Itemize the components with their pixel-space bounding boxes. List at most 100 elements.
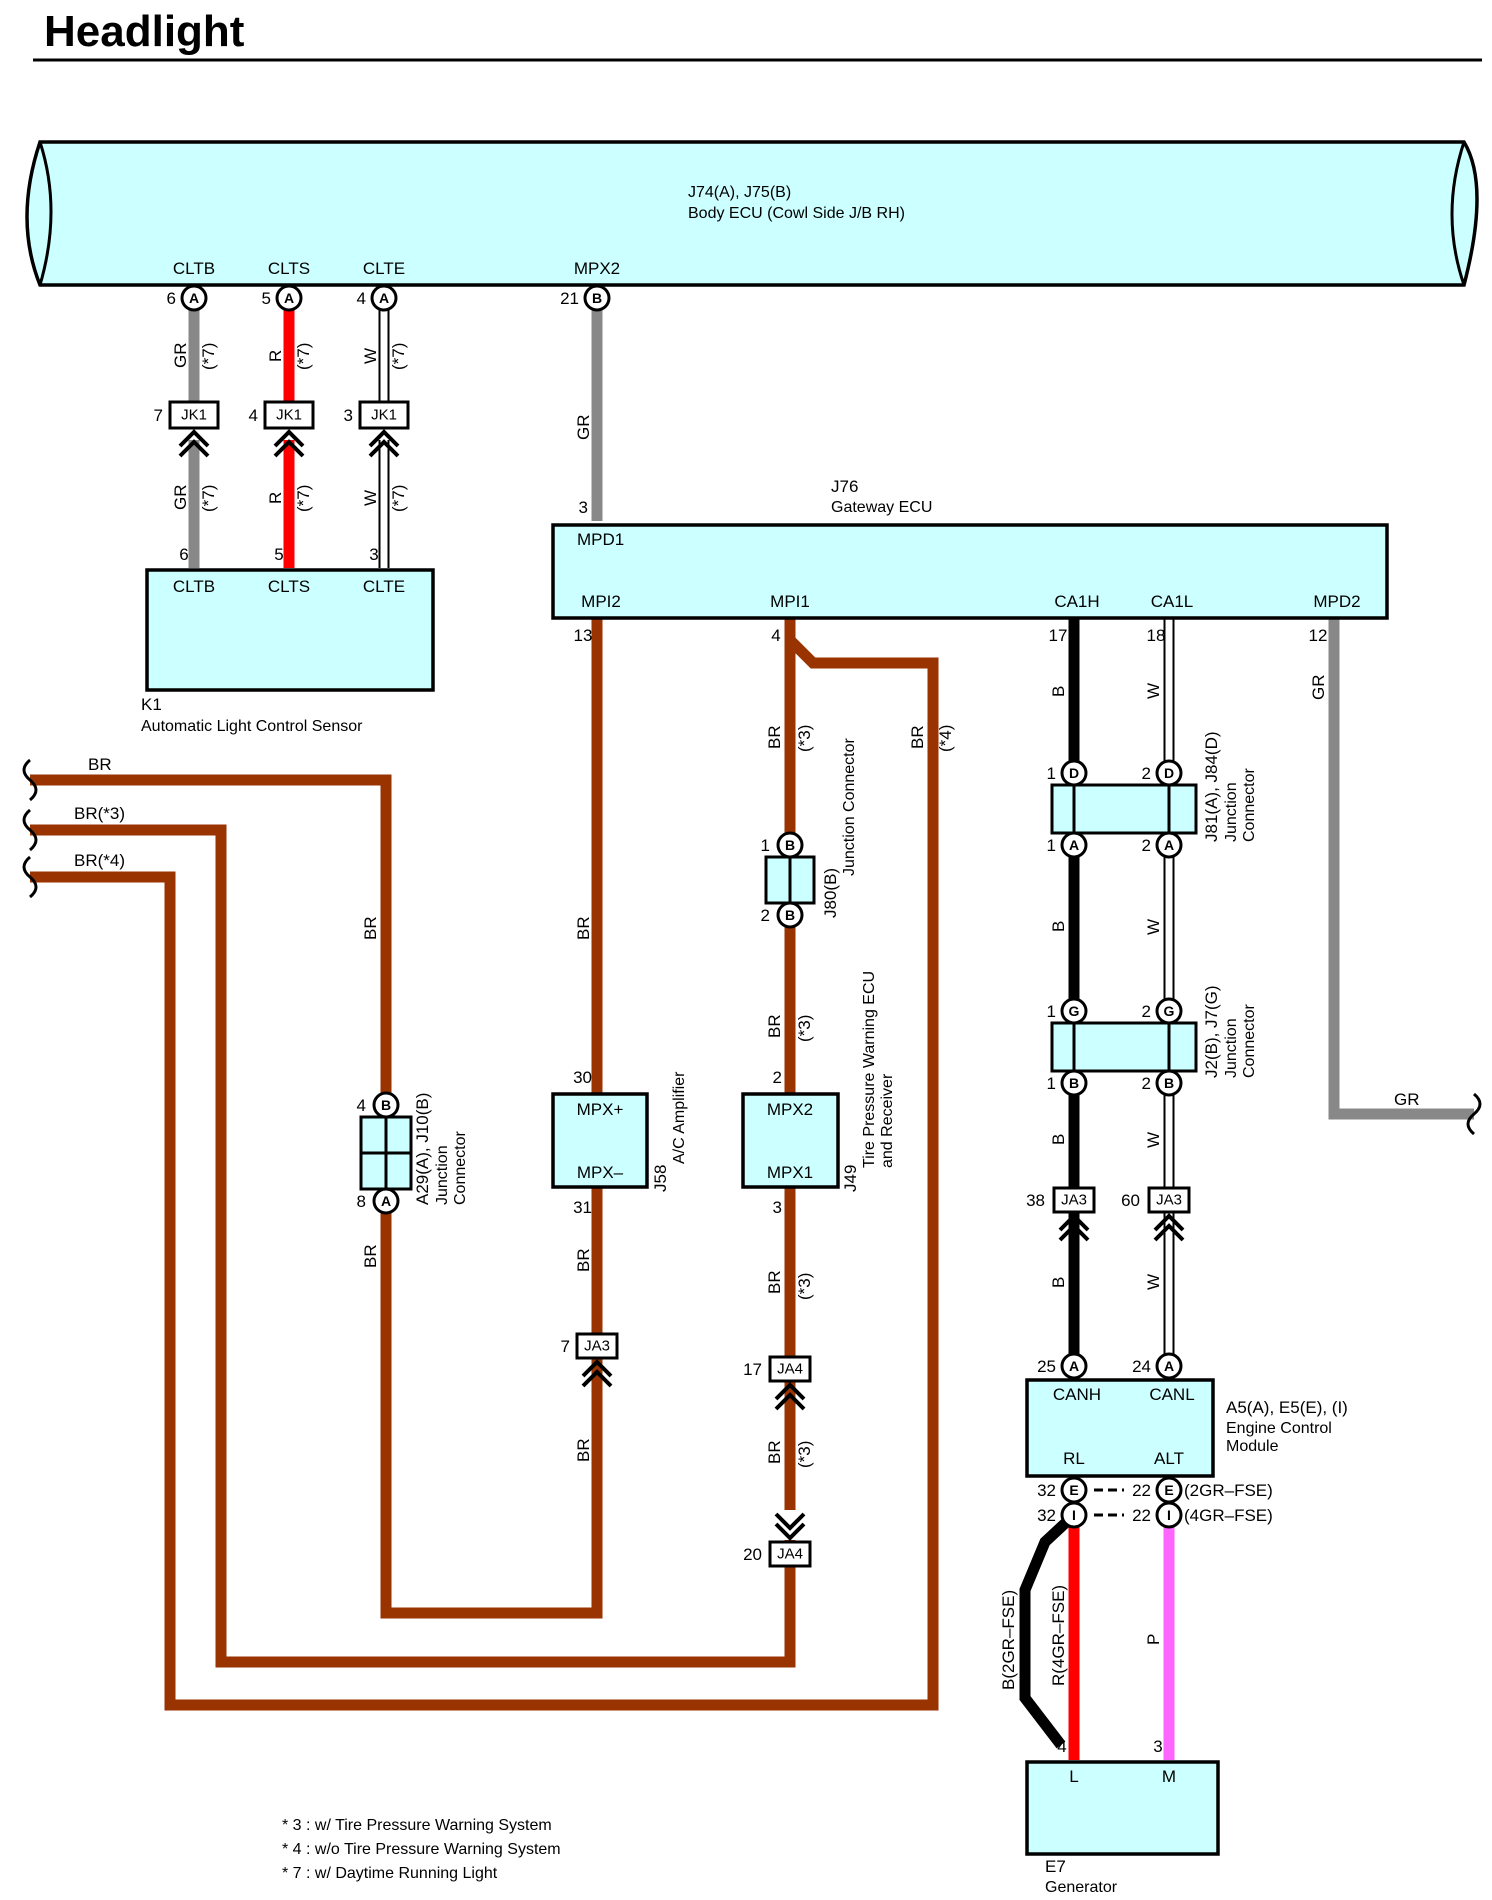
svg-text:4: 4 [357, 1096, 366, 1115]
svg-text:3: 3 [344, 406, 353, 425]
svg-text:4: 4 [1057, 1737, 1066, 1756]
footnote-7: * 7 : w/ Daytime Running Light [282, 1865, 498, 1882]
svg-text:Junction: Junction [434, 1145, 451, 1205]
svg-text:1: 1 [761, 836, 770, 855]
svg-text:6: 6 [167, 289, 176, 308]
svg-text:B: B [785, 837, 795, 853]
svg-text:24: 24 [1132, 1357, 1151, 1376]
svg-text:A5(A), E5(E), (I): A5(A), E5(E), (I) [1226, 1398, 1348, 1417]
svg-text:A: A [284, 290, 294, 306]
svg-text:(*7): (*7) [199, 343, 218, 370]
svg-text:A: A [189, 290, 199, 306]
svg-text:J81(A), J84(D): J81(A), J84(D) [1202, 731, 1221, 842]
svg-text:BR(*3): BR(*3) [74, 804, 125, 823]
svg-text:E: E [1164, 1482, 1173, 1498]
svg-text:BR: BR [361, 916, 380, 940]
svg-text:(*3): (*3) [795, 1441, 814, 1468]
svg-text:B: B [785, 907, 795, 923]
term-mpx2: MPX2 [574, 259, 620, 278]
body-ecu-code: J74(A), J75(B) [688, 184, 791, 201]
svg-text:I: I [1167, 1507, 1171, 1523]
svg-text:BR: BR [908, 725, 927, 749]
junction-j81: D D A A 1 2 1 2 J81(A), J84(D) Junction … [1047, 731, 1258, 859]
term-clte: CLTE [363, 259, 405, 278]
svg-text:GR: GR [574, 415, 593, 441]
svg-text:Junction Connector: Junction Connector [841, 737, 858, 876]
svg-text:1: 1 [1047, 1002, 1056, 1021]
svg-text:BR: BR [574, 1438, 593, 1462]
footnote-3: * 3 : w/ Tire Pressure Warning System [282, 1817, 552, 1834]
svg-text:BR: BR [574, 1248, 593, 1272]
svg-text:(*7): (*7) [389, 343, 408, 370]
svg-text:CLTE: CLTE [363, 577, 405, 596]
svg-text:2: 2 [761, 906, 770, 925]
svg-text:B: B [1049, 1277, 1068, 1288]
svg-text:CA1L: CA1L [1151, 592, 1194, 611]
svg-text:RL: RL [1063, 1449, 1085, 1468]
svg-text:BR: BR [765, 1440, 784, 1464]
svg-text:12: 12 [1309, 626, 1328, 645]
svg-text:E7: E7 [1045, 1857, 1066, 1876]
svg-text:MPD1: MPD1 [577, 530, 624, 549]
svg-text:JA4: JA4 [777, 1361, 803, 1378]
body-ecu-pins: A A A B 6 5 4 21 [167, 284, 611, 312]
svg-text:17: 17 [1049, 626, 1068, 645]
svg-text:(*3): (*3) [795, 725, 814, 752]
svg-text:B: B [1069, 1075, 1079, 1091]
wire-br-n4 [30, 636, 939, 1711]
svg-text:G: G [1069, 1003, 1080, 1019]
svg-text:D: D [1069, 765, 1079, 781]
wire-br-main [30, 619, 603, 1619]
svg-text:BR: BR [765, 1014, 784, 1038]
svg-text:(*3): (*3) [795, 1273, 814, 1300]
svg-text:A: A [1069, 1358, 1079, 1374]
svg-text:3: 3 [369, 545, 378, 564]
junction-a29: B A 4 8 A29(A), J10(B) Junction Connecto… [357, 1091, 469, 1215]
svg-text:22: 22 [1132, 1506, 1151, 1525]
svg-text:20: 20 [743, 1545, 762, 1564]
svg-text:J58: J58 [651, 1165, 670, 1192]
junction-j2: G G B B 1 2 1 2 J2(B), J7(G) Junction Co… [1047, 985, 1258, 1097]
svg-text:(2GR–FSE): (2GR–FSE) [1184, 1481, 1273, 1500]
svg-text:22: 22 [1132, 1481, 1151, 1500]
svg-text:JK1: JK1 [276, 407, 302, 424]
svg-text:I: I [1072, 1507, 1076, 1523]
svg-text:JA3: JA3 [584, 1338, 610, 1355]
svg-text:B: B [1049, 1134, 1068, 1145]
svg-text:(*7): (*7) [294, 343, 313, 370]
svg-text:R(4GR–FSE): R(4GR–FSE) [1049, 1585, 1068, 1686]
svg-text:CANL: CANL [1149, 1385, 1194, 1404]
engine-control-module: A A 25 24 CANH CANL RL ALT A5(A), E5(E),… [1025, 1352, 1348, 1529]
svg-text:W: W [1144, 1274, 1163, 1290]
svg-text:BR: BR [765, 1270, 784, 1294]
svg-text:GR: GR [171, 343, 190, 369]
svg-text:MPX2: MPX2 [767, 1100, 813, 1119]
svg-text:P: P [1144, 1634, 1163, 1645]
svg-text:32: 32 [1037, 1481, 1056, 1500]
svg-text:E: E [1069, 1482, 1078, 1498]
svg-text:JK1: JK1 [181, 407, 207, 424]
tpms-ecu: MPX2 MPX1 2 3 J49 Tire Pressure Warning … [741, 971, 896, 1217]
svg-text:BR: BR [765, 725, 784, 749]
footnote-4: * 4 : w/o Tire Pressure Warning System [282, 1841, 561, 1858]
svg-text:60: 60 [1121, 1191, 1140, 1210]
svg-text:MPX1: MPX1 [767, 1163, 813, 1182]
svg-text:2: 2 [1142, 1074, 1151, 1093]
svg-text:4: 4 [357, 289, 366, 308]
svg-text:and Receiver: and Receiver [879, 1073, 896, 1168]
svg-text:(*4): (*4) [936, 725, 955, 752]
svg-text:CA1H: CA1H [1054, 592, 1099, 611]
page-title: Headlight [44, 7, 245, 56]
svg-text:2: 2 [773, 1068, 782, 1087]
svg-text:M: M [1162, 1767, 1176, 1786]
svg-text:MPX+: MPX+ [577, 1100, 624, 1119]
gateway-ecu: J76 Gateway ECU MPD1 MPI2 MPI1 CA1H CA1L… [551, 477, 1389, 645]
svg-text:A: A [1164, 837, 1174, 853]
svg-text:W: W [1144, 1132, 1163, 1148]
svg-text:A: A [381, 1193, 391, 1209]
svg-text:Engine Control: Engine Control [1226, 1420, 1332, 1437]
svg-text:J49: J49 [841, 1165, 860, 1192]
svg-text:(*7): (*7) [389, 485, 408, 512]
svg-text:Junction: Junction [1223, 782, 1240, 842]
svg-text:32: 32 [1037, 1506, 1056, 1525]
